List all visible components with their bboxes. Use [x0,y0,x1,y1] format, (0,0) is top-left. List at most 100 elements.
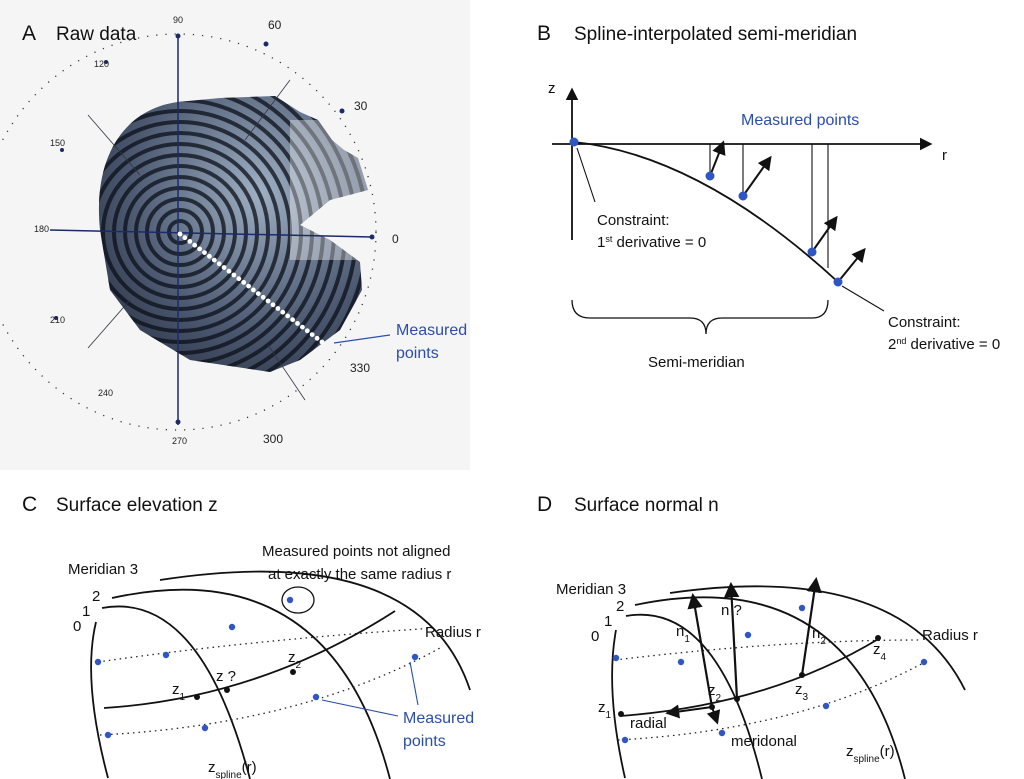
constraint-1-text: 1st derivative = 0 [597,234,706,251]
axis-150 [87,114,141,176]
angle-label-150: 150 [50,138,65,148]
fringe-ring [98,120,292,344]
measured-points-label: Measured points [741,112,859,129]
angle-circle [0,33,377,431]
n1-label: n1 [676,623,690,645]
angle-label-330: 330 [350,361,370,375]
angle-label-210: 210 [50,315,65,325]
z-axis-label: z [548,80,556,97]
constraint-1-title: Constraint: [597,212,670,229]
angle-label-270: 270 [172,436,187,446]
measured-point-white [285,313,291,319]
radius-label: Radius r [922,627,978,644]
meridian-1 [101,605,251,779]
meridian-3-label: Meridian 3 [68,561,138,578]
measured-point-white [187,239,193,244]
measured-pointer-2 [321,699,399,717]
measured-point [312,693,320,701]
angle-label-90: 90 [173,15,183,25]
z1-point [194,694,200,700]
radius-dotted-2 [617,661,926,741]
semi-meridian-brace [571,299,829,335]
panel-c-letter: C [22,493,37,516]
meridian-0-label: 0 [73,618,81,635]
radial-arrow [665,704,713,719]
measured-point [738,191,748,201]
measured-point-white [304,328,310,334]
radius-spline-curve [619,637,881,717]
measured-point-white [275,306,281,311]
constraint-2-text: 2nd derivative = 0 [888,336,1000,353]
measured-point-white [197,246,203,252]
meridian-2-label: 2 [616,598,624,615]
measured-point [104,731,112,739]
fringe-ring [98,109,303,355]
z2-point [290,669,296,675]
zspline-label: zspline(r) [846,743,895,765]
meridian-3 [159,570,471,691]
z2-label: z2 [288,649,302,671]
fringe-ring [101,153,259,311]
measured-point-white [207,253,212,259]
measured-point-white [314,335,320,341]
normal-arrow-1 [709,140,726,177]
n2-label: n2 [812,625,826,647]
measured-point-white [177,231,183,237]
panel-c: C Surface elevation z Meridian 3 2 1 0 M… [22,493,481,779]
measured-point [744,631,752,639]
normal-unknown-arrow [723,581,740,700]
panel-d: D Surface normal n Meridian 3 2 1 0 Radi… [537,493,978,779]
measured-point [677,658,685,666]
panel-a-title: Raw data [56,24,137,45]
measured-points-label-2: points [396,345,439,362]
z2-label: z2 [708,682,722,704]
measured-point-white [295,321,300,326]
measured-point [228,623,236,631]
angle-label-30: 30 [354,99,368,113]
measured-point [920,658,928,666]
z-unknown-label: z ? [216,668,236,685]
measured-point-white [255,291,261,296]
radius-label: Radius r [425,624,481,641]
meridian-1-label: 1 [82,603,90,620]
z1-point [618,711,624,717]
measured-point [411,653,419,661]
measured-point [705,171,715,181]
measured-point [612,654,620,662]
note-line-1: Measured points not aligned [262,543,450,560]
measured-point [807,247,817,257]
radius-dotted-2 [99,647,441,736]
measured-point-white [226,268,232,274]
measured-point-white [270,302,276,308]
meridian-1-label: 1 [604,613,612,630]
normal-arrow-2 [742,155,772,197]
measured-point [798,604,806,612]
angle-label-0: 0 [392,232,399,246]
measured-point-white [182,235,188,241]
measured-point-white [309,332,315,337]
z3-label: z3 [795,681,809,703]
meridian-3-label: Meridian 3 [556,581,626,598]
meridian-0 [90,621,109,779]
measured-point-white [319,339,325,345]
panel-b-letter: B [537,22,551,45]
measured-point-white [241,280,247,285]
normal-n1-arrow [687,592,714,708]
measured-point-white [231,272,237,278]
measured-points-label-1: Measured [396,322,467,339]
radius-dotted-1 [97,627,436,663]
measured-point-white [300,324,305,330]
zspline-label: zspline(r) [208,759,257,779]
angle-label-120: 120 [94,59,109,69]
panel-a-letter: A [22,22,36,45]
measured-point-white [236,276,242,282]
measured-point-white [216,261,222,267]
fringe-ring [98,142,270,322]
constraint-1-pointer [576,147,596,203]
measured-point-white [202,250,207,256]
measured-point [621,736,629,744]
panel-b-title: Spline-interpolated semi-meridian [574,24,857,45]
measured-point-white [192,242,198,248]
angle-label-60: 60 [268,18,282,32]
